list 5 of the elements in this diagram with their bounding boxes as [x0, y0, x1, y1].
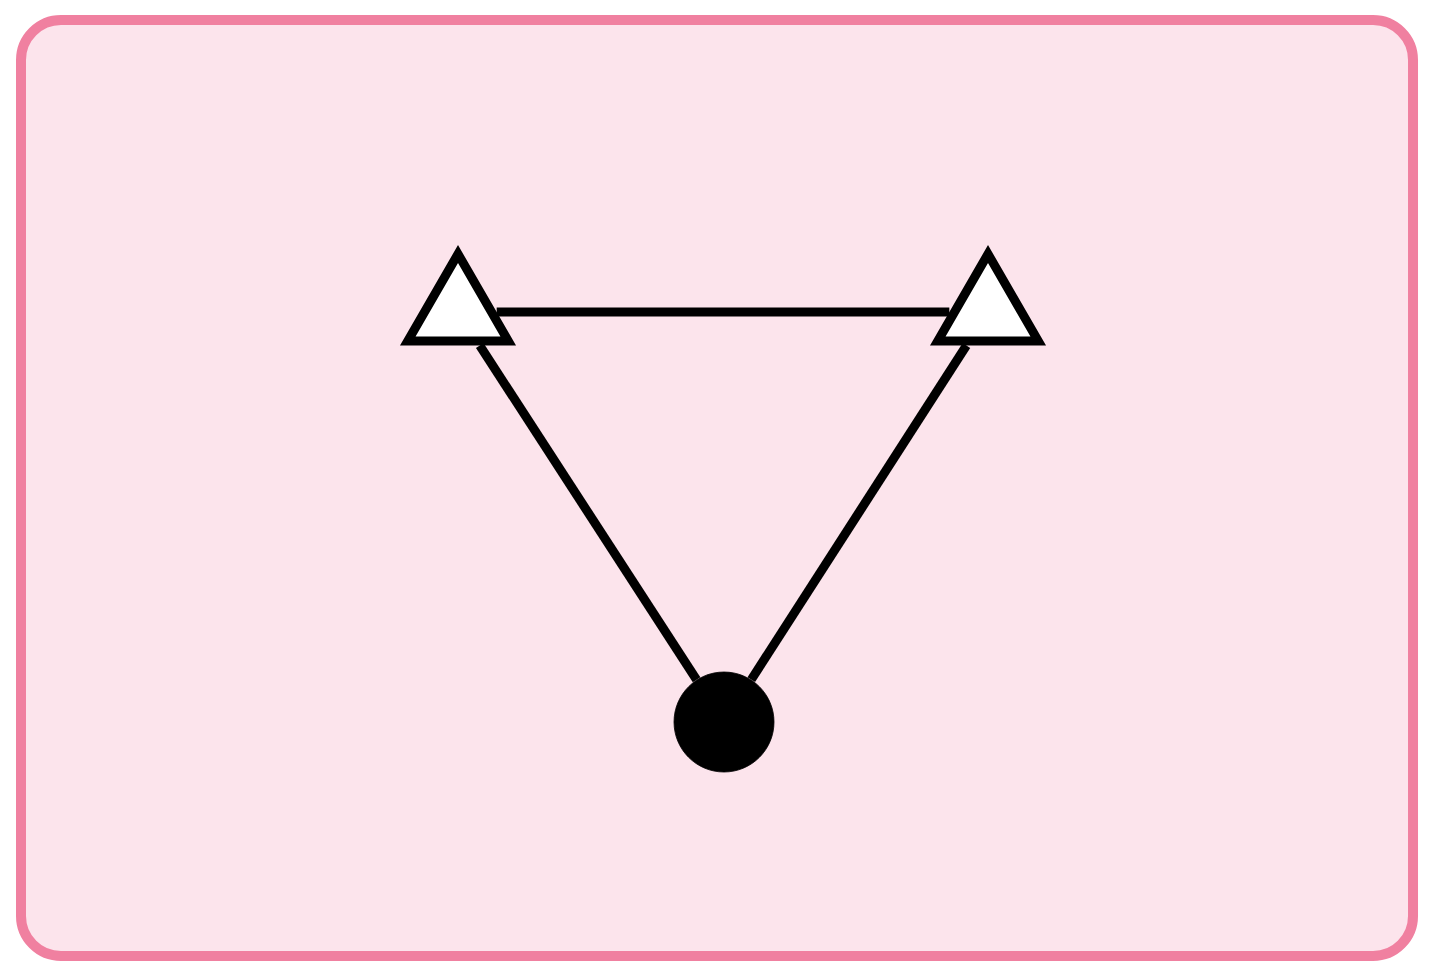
connector-line — [475, 343, 701, 683]
rounded-box — [16, 15, 1418, 961]
connector-line — [747, 343, 971, 683]
connector-line — [496, 307, 950, 317]
filled-circle — [673, 671, 775, 773]
